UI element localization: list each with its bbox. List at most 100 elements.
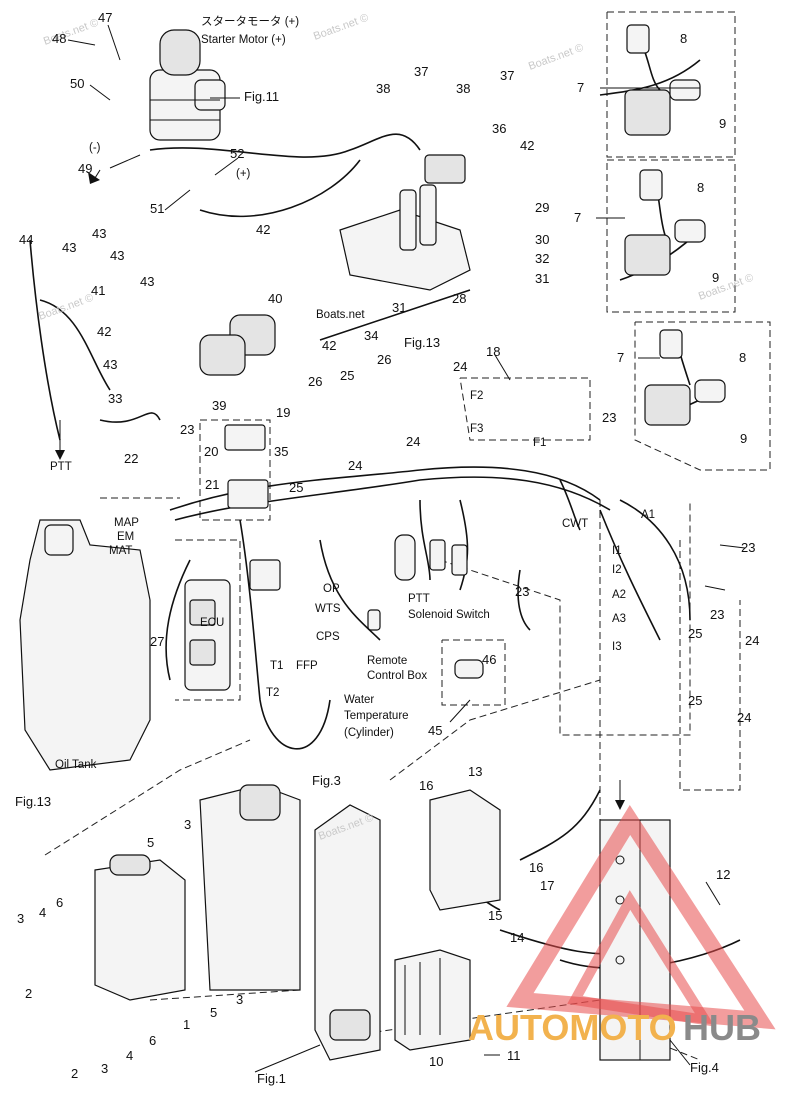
label-remote-1: Remote xyxy=(367,655,407,667)
label-wts: WTS xyxy=(315,603,341,615)
callout-31b: 31 xyxy=(392,300,406,315)
label-a2: A2 xyxy=(612,589,626,601)
labels: スタータモータ (+) Starter Motor (+) Fig.11 (-)… xyxy=(15,15,719,1086)
callout-42b: 42 xyxy=(256,222,270,237)
label-t2: T2 xyxy=(266,687,279,699)
callout-47: 47 xyxy=(98,10,112,25)
callout-7b: 7 xyxy=(574,210,581,225)
callout-40: 40 xyxy=(268,291,282,306)
callout-9b: 9 xyxy=(712,270,719,285)
callout-9a: 9 xyxy=(719,116,726,131)
callout-8b: 8 xyxy=(697,180,704,195)
callout-8c: 8 xyxy=(739,350,746,365)
label-starter-en: Starter Motor (+) xyxy=(201,34,286,46)
callout-8a: 8 xyxy=(680,31,687,46)
callout-23a: 23 xyxy=(180,422,194,437)
callout-27: 27 xyxy=(150,634,164,649)
callouts: 47 48 50 49 51 52 37 37 38 38 36 42 29 3… xyxy=(17,10,759,1081)
callout-24e: 24 xyxy=(737,710,751,725)
fuse-block xyxy=(314,804,381,1061)
watermark: Boats.net © xyxy=(527,42,585,73)
brand-text-part2: HUB xyxy=(683,1007,761,1048)
group-boxes xyxy=(44,11,771,1061)
callout-12: 12 xyxy=(716,867,730,882)
callout-6a: 6 xyxy=(56,895,63,910)
callout-3a: 3 xyxy=(17,911,24,926)
callout-33: 33 xyxy=(108,391,122,406)
brand-logo: AUTOMOTO HUB xyxy=(468,804,776,1048)
oil-tank xyxy=(19,519,151,771)
callout-45: 45 xyxy=(428,723,442,738)
callout-24b: 24 xyxy=(406,434,420,449)
callout-13: 13 xyxy=(468,764,482,779)
label-ecu: ECU xyxy=(200,617,224,629)
ecu-module xyxy=(184,559,281,691)
callout-18: 18 xyxy=(486,344,500,359)
label-water-3: (Cylinder) xyxy=(344,727,394,739)
callout-14: 14 xyxy=(510,930,524,945)
callout-3d: 3 xyxy=(101,1061,108,1076)
callout-26a: 26 xyxy=(377,352,391,367)
figure-ref-3: Fig.3 xyxy=(312,773,341,788)
watermark: Boats.net © xyxy=(37,292,95,323)
callout-23e: 23 xyxy=(515,584,529,599)
callout-16b: 16 xyxy=(529,860,543,875)
callout-43b: 43 xyxy=(92,226,106,241)
callout-49: 49 xyxy=(78,161,92,176)
coil-top xyxy=(624,24,701,136)
figure-ref-4: Fig.4 xyxy=(690,1060,719,1075)
label-cwt: CWT xyxy=(562,518,588,530)
sensors xyxy=(367,534,484,679)
callout-15: 15 xyxy=(488,908,502,923)
rectifier xyxy=(394,949,471,1051)
callout-43a: 43 xyxy=(62,240,76,255)
callout-42a: 42 xyxy=(97,324,111,339)
callout-25a: 25 xyxy=(340,368,354,383)
callout-2a: 2 xyxy=(25,986,32,1001)
callout-11: 11 xyxy=(507,1048,521,1063)
terminal-block xyxy=(429,789,501,911)
callout-37a: 37 xyxy=(414,64,428,79)
callout-7a: 7 xyxy=(577,80,584,95)
callout-25c: 25 xyxy=(688,626,702,641)
label-em: EM xyxy=(117,531,134,543)
label-plus: (+) xyxy=(236,168,251,180)
label-water-2: Temperature xyxy=(344,710,409,722)
callout-43e: 43 xyxy=(103,357,117,372)
figure-ref-13: Fig.13 xyxy=(404,335,440,350)
callout-28: 28 xyxy=(452,291,466,306)
callout-9c: 9 xyxy=(740,431,747,446)
callout-4b: 4 xyxy=(126,1048,133,1063)
label-map: MAP xyxy=(114,517,139,529)
callout-24d: 24 xyxy=(745,633,759,648)
callout-44: 44 xyxy=(19,232,33,247)
callout-37b: 37 xyxy=(500,68,514,83)
callout-3b: 3 xyxy=(184,817,191,832)
label-a1: A1 xyxy=(641,509,655,521)
figure-ref-1: Fig.1 xyxy=(257,1071,286,1086)
coil-bottom xyxy=(644,329,726,426)
callout-1: 1 xyxy=(183,1017,190,1032)
arrows xyxy=(55,169,625,810)
leader-lines xyxy=(67,24,746,1073)
callout-29: 29 xyxy=(535,200,549,215)
callout-22: 22 xyxy=(124,451,138,466)
callout-3c: 3 xyxy=(236,992,243,1007)
callout-20: 20 xyxy=(204,444,218,459)
callout-5b: 5 xyxy=(210,1005,217,1020)
label-i2: I2 xyxy=(612,564,622,576)
label-oil-tank: Oil Tank xyxy=(55,759,97,771)
label-starter-jp: スタータモータ (+) xyxy=(201,15,299,28)
label-f2: F2 xyxy=(470,390,483,402)
callout-25d: 25 xyxy=(688,693,702,708)
label-op: OP xyxy=(323,583,340,595)
label-water-1: Water xyxy=(344,694,374,706)
coil-middle xyxy=(624,169,706,276)
callout-43d: 43 xyxy=(140,274,154,289)
label-ptt-switch-1: PTT xyxy=(408,593,430,605)
callout-23b: 23 xyxy=(602,410,616,425)
callout-52: 52 xyxy=(230,146,244,161)
label-a3: A3 xyxy=(612,613,626,625)
callout-24c: 24 xyxy=(348,458,362,473)
